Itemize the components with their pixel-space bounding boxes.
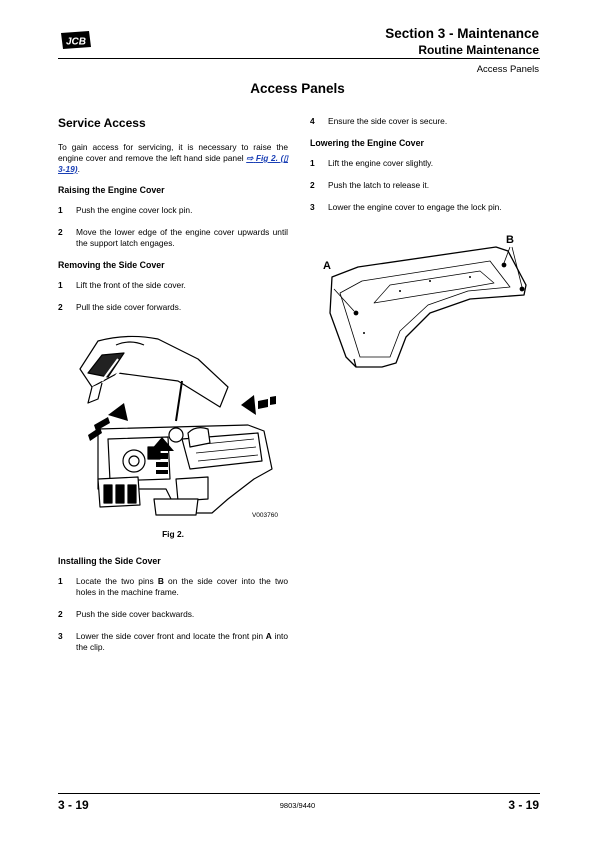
step-text: Lift the front of the side cover. xyxy=(76,280,186,290)
lowering-heading: Lowering the Engine Cover xyxy=(310,138,424,148)
left-column: Service Access To gain access for servic… xyxy=(58,116,288,664)
step-number: 1 xyxy=(58,205,63,215)
step-text: Push the engine cover lock pin. xyxy=(76,205,193,215)
figure-caption: Fig 2. xyxy=(162,529,184,539)
step-number: 4 xyxy=(310,116,315,126)
installing-step-1: 1 Locate the two pins B on the side cover… xyxy=(58,576,288,598)
lowering-step-1: 1 Lift the engine cover slightly. xyxy=(310,158,540,169)
page-number-left: 3 - 19 xyxy=(58,798,89,812)
step-bold-label: B xyxy=(157,576,164,586)
step-text: on the side cover into the two holes in … xyxy=(76,576,288,597)
step-text: into the clip. xyxy=(76,631,288,652)
figure-2-illustration: V003760 xyxy=(58,329,288,525)
side-cover-illustration xyxy=(329,246,527,368)
header-rule xyxy=(58,58,540,59)
step-number: 2 xyxy=(58,609,63,619)
lowering-step-3: 3 Lower the engine cover to engage the lo… xyxy=(310,202,540,213)
step-text: Move the lower edge of the engine cover … xyxy=(76,227,288,248)
intro-text: To gain access for servicing, it is nece… xyxy=(58,142,288,163)
logo-text: JCB xyxy=(66,37,86,48)
step-text: Locate the two pins xyxy=(76,576,158,586)
step-text: Pull the side cover forwards. xyxy=(76,302,182,312)
installing-step-4: 4 Ensure the side cover is secure. xyxy=(310,116,540,127)
jcb-logo: JCB xyxy=(58,30,92,50)
step-number: 2 xyxy=(310,180,315,190)
installing-step-2: 2 Push the side cover backwards. xyxy=(58,609,288,620)
raising-step-2: 2 Move the lower edge of the engine cover… xyxy=(58,227,288,249)
step-text: Lower the engine cover to engage the loc… xyxy=(328,202,502,212)
side-cover-diagram: A B xyxy=(310,233,540,383)
step-text: Lift the engine cover slightly. xyxy=(328,158,434,168)
section-title: Section 3 - Maintenance xyxy=(385,26,539,41)
book-icon: ▯ xyxy=(283,153,288,163)
step-number: 1 xyxy=(310,158,315,168)
link-text: Fig 2. ( xyxy=(255,153,284,163)
right-column: 4 Ensure the side cover is secure. Loweri… xyxy=(310,116,540,383)
breadcrumb: Access Panels xyxy=(476,64,539,75)
intro-paragraph: To gain access for servicing, it is nece… xyxy=(58,142,288,175)
intro-end: . xyxy=(77,164,80,174)
document-number: 9803/9440 xyxy=(279,801,316,810)
raising-step-1: 1 Push the engine cover lock pin. xyxy=(58,205,288,216)
step-number: 1 xyxy=(58,576,63,586)
page-title: Access Panels xyxy=(250,81,345,96)
page-number-right: 3 - 19 xyxy=(508,798,539,812)
fig-2-link[interactable]: ⇨ Fig 2. (▯ 3-19) xyxy=(58,153,288,174)
step-text: Push the side cover backwards. xyxy=(76,609,195,619)
figure-code: V003760 xyxy=(251,512,278,519)
step-number: 2 xyxy=(58,227,63,237)
engine-cover-diagram xyxy=(79,335,276,516)
step-number: 2 xyxy=(58,302,63,312)
subsection-title: Routine Maintenance xyxy=(418,43,539,57)
step-number: 1 xyxy=(58,280,63,290)
step-bold-label: A xyxy=(265,631,272,641)
removing-step-1: 1 Lift the front of the side cover. xyxy=(58,280,288,291)
link-arrow-icon: ⇨ xyxy=(246,153,254,163)
removing-step-2: 2 Pull the side cover forwards. xyxy=(58,302,288,313)
step-number: 3 xyxy=(310,202,315,212)
installing-heading: Installing the Side Cover xyxy=(58,556,161,566)
service-access-heading: Service Access xyxy=(58,116,146,130)
raising-heading: Raising the Engine Cover xyxy=(58,185,165,195)
removing-heading: Removing the Side Cover xyxy=(58,260,165,270)
step-text: Lower the side cover front and locate th… xyxy=(76,631,266,641)
lowering-step-2: 2 Push the latch to release it. xyxy=(310,180,540,191)
footer-rule xyxy=(58,793,540,794)
step-text: Push the latch to release it. xyxy=(328,180,430,190)
step-number: 3 xyxy=(58,631,63,641)
callout-label-a: A xyxy=(323,260,331,272)
callout-label-b: B xyxy=(506,234,514,246)
step-text: Ensure the side cover is secure. xyxy=(328,116,448,126)
link-page: 3-19) xyxy=(58,164,78,174)
installing-step-3: 3 Lower the side cover front and locate t… xyxy=(58,631,288,653)
